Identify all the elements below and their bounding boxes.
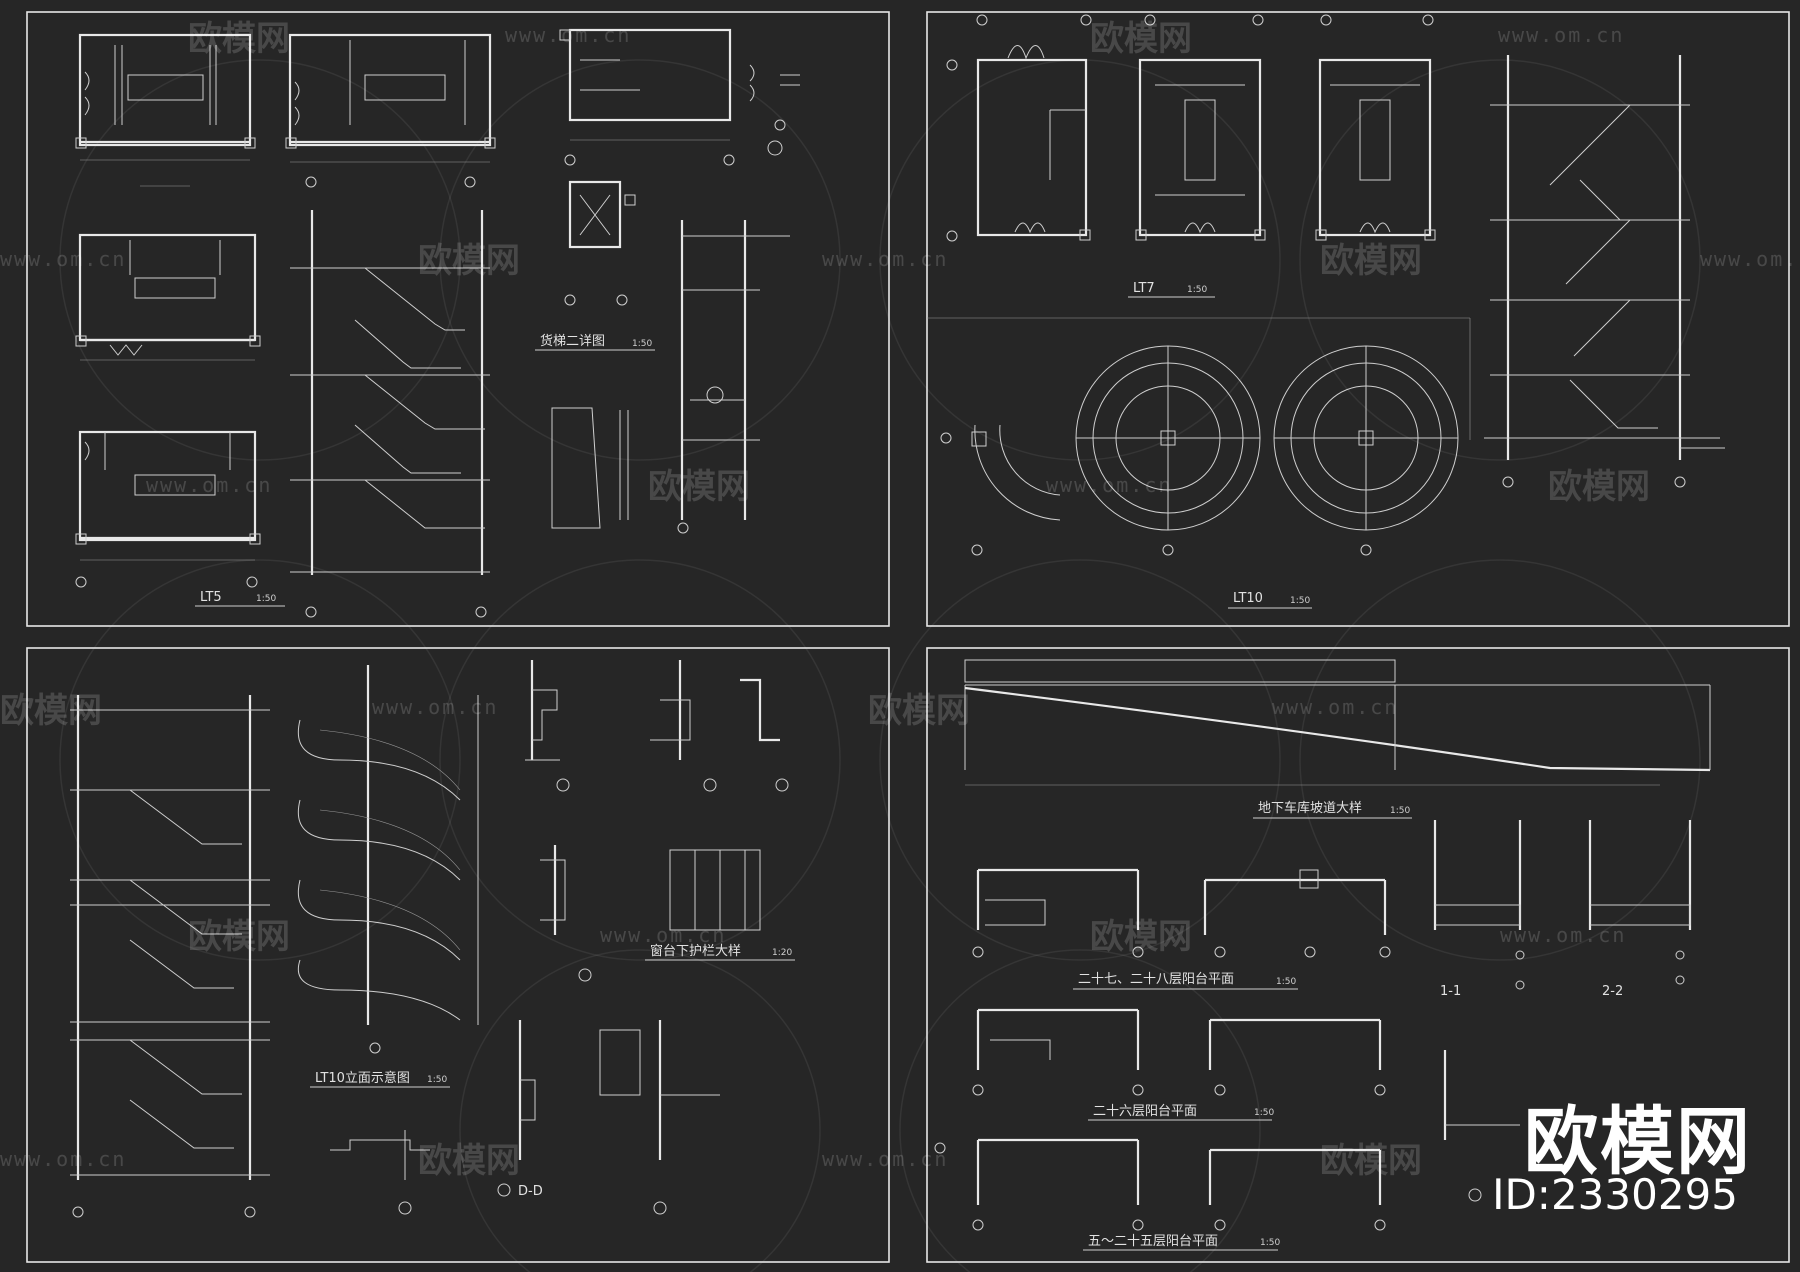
scale-lt10-elevation: 1:50	[427, 1075, 447, 1085]
balcony-plan-26-b	[1208, 1018, 1386, 1096]
watermark-logo-6: 欧模网	[1548, 467, 1650, 507]
elevator-pit-plan	[564, 180, 636, 306]
plan-detail-5	[330, 1130, 430, 1215]
scale-garage-ramp: 1:50	[1390, 806, 1410, 816]
sheet-frame-1	[26, 11, 890, 627]
watermark-logo-3: 欧模网	[418, 241, 520, 281]
stair-section-lt7	[1484, 55, 1725, 488]
watermark-url-1: www.om.cn	[505, 23, 631, 47]
balcony-plan-5-25-a	[934, 1138, 1144, 1231]
sheet-frame-3	[26, 647, 890, 1263]
scale-balcony-26: 1:50	[1254, 1108, 1274, 1118]
stair-plan-lt5-a	[75, 33, 256, 187]
balcony-plan-27-28-a	[972, 868, 1144, 958]
stair-plan-lt5-c	[75, 233, 261, 361]
title-balcony-5-25: 五～二十五层阳台平面	[1088, 1234, 1218, 1249]
sheet-2-drawings: LT7 1:50	[927, 14, 1725, 609]
spiral-stair-plan-3	[1273, 345, 1459, 556]
watermark-url-10: www.om.cn	[600, 923, 726, 947]
watermark-circles	[59, 59, 1701, 1272]
sheet-frame-4	[926, 647, 1790, 1263]
balcony-section-1-1	[1433, 820, 1525, 990]
stair-plan-lt7-c	[1315, 14, 1436, 241]
title-balcony-26: 二十六层阳台平面	[1093, 1104, 1197, 1119]
stair-plan-lt7-a	[946, 14, 1092, 242]
scale-lt7: 1:50	[1187, 285, 1207, 295]
title-freight-elevator: 货梯二详图	[540, 333, 605, 349]
watermark-logo-5: 欧模网	[648, 467, 750, 507]
watermark-url-3: www.om.cn	[0, 247, 126, 271]
scale-railing: 1:20	[772, 948, 792, 958]
watermark-url-9: www.om.cn	[1272, 695, 1398, 719]
stair-plan-lt5-d	[75, 430, 261, 588]
watermark-logo-12: 欧模网	[1320, 1141, 1422, 1181]
watermark-logo-8: 欧模网	[868, 691, 970, 731]
scale-lt10: 1:50	[1290, 596, 1310, 606]
stair-plan-lt7-b	[1135, 14, 1266, 241]
watermark-logo-7: 欧模网	[0, 691, 102, 731]
wall-detail-3	[740, 678, 789, 792]
stair-section-lt5	[290, 210, 490, 618]
railing-detail-7	[599, 1020, 720, 1215]
sheet-4-drawings: 地下车库坡道大样 1:50 二十七、二十八层阳台平面 1:50 1-1	[934, 659, 1711, 1251]
watermark-logo-1: 欧模网	[188, 19, 290, 59]
watermark-url-13: www.om.cn	[822, 1147, 948, 1171]
title-lt7: LT7	[1133, 281, 1155, 296]
watermarks: 欧模网 欧模网 www.om.cn www.om.cn 欧模网 欧模网 www.…	[0, 19, 1800, 1181]
balcony-plan-26-a	[972, 1008, 1144, 1096]
watermark-logo-10: 欧模网	[1090, 917, 1192, 957]
stair-section-lt10	[70, 695, 270, 1218]
stair-plan-lt5-b	[285, 33, 496, 188]
watermark-logo-2: 欧模网	[1090, 19, 1192, 59]
brand-logo: 欧模网	[1524, 1099, 1752, 1185]
wall-detail-6	[497, 1020, 536, 1197]
balcony-plan-27-28-b	[1203, 869, 1391, 958]
balcony-section-3	[1443, 1050, 1520, 1202]
brand-id: ID:2330295	[1492, 1170, 1738, 1219]
watermark-url-8: www.om.cn	[372, 695, 498, 719]
watermark-logo-11: 欧模网	[418, 1141, 520, 1181]
wall-detail-2	[650, 660, 717, 792]
title-lt10: LT10	[1233, 591, 1263, 606]
scale-freight-elevator: 1:50	[632, 339, 652, 349]
watermark-url-2: www.om.cn	[1498, 23, 1624, 47]
title-lt10-elevation: LT10立面示意图	[315, 1070, 410, 1086]
elevator-section	[677, 220, 790, 534]
watermark-logo-9: 欧模网	[188, 917, 290, 957]
watermark-url-5: www.om.cn	[1700, 247, 1800, 271]
scale-balcony-5-25: 1:50	[1260, 1238, 1280, 1248]
title-section-2-2: 2-2	[1602, 984, 1623, 999]
scale-balcony-27-28: 1:50	[1276, 977, 1296, 987]
sheet-1-drawings: LT5 1:50 货梯二详图 1:50	[75, 28, 800, 618]
elevator-plan	[559, 28, 800, 166]
railing-detail	[669, 849, 761, 931]
title-balcony-27-28: 二十七、二十八层阳台平面	[1078, 972, 1234, 987]
garage-ramp-section	[964, 659, 1711, 786]
wall-detail-4	[540, 845, 592, 982]
title-garage-ramp: 地下车库坡道大样	[1258, 800, 1362, 816]
title-railing: 窗台下护栏大样	[650, 943, 741, 959]
door-detail	[551, 407, 629, 529]
title-section-1-1: 1-1	[1440, 984, 1461, 999]
balcony-plan-5-25-b	[1208, 1148, 1386, 1231]
watermark-url-12: www.om.cn	[0, 1147, 126, 1171]
watermark-url-11: www.om.cn	[1500, 923, 1626, 947]
spiral-stair-plan-2	[1075, 345, 1261, 556]
watermark-url-6: www.om.cn	[146, 473, 272, 497]
spiral-stair-plan-1	[940, 424, 1061, 556]
wall-detail-1	[525, 660, 570, 792]
watermark-logo-4: 欧模网	[1320, 241, 1422, 281]
scale-lt5: 1:50	[256, 594, 276, 604]
title-section-dd: D-D	[518, 1184, 543, 1199]
spiral-stair-elevation	[298, 665, 479, 1054]
title-lt5: LT5	[200, 590, 222, 605]
watermark-url-4: www.om.cn	[822, 247, 948, 271]
watermark-url-7: www.om.cn	[1046, 473, 1172, 497]
sheet-frame-2	[926, 11, 1790, 627]
balcony-section-2-2	[1588, 820, 1692, 985]
sheet-3-drawings: LT10立面示意图 1:50 窗台下护栏大样	[70, 660, 795, 1218]
